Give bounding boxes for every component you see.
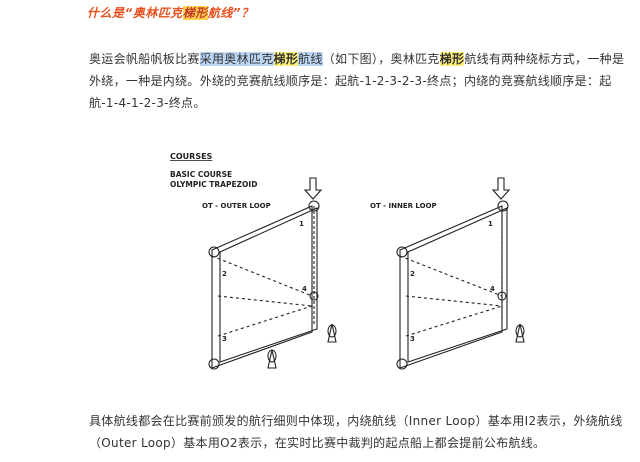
selected-text-mark: 梯形 bbox=[273, 52, 299, 66]
inner-mark-4: 4 bbox=[490, 285, 495, 293]
heading-highlight: 梯形 bbox=[182, 6, 208, 20]
selected-text-1: 采用奥林匹克 bbox=[199, 52, 274, 66]
outer-loop-course bbox=[208, 177, 337, 370]
outer-wind-arrow-icon bbox=[303, 177, 323, 200]
course-diagram-svg: COURSES BASIC COURSE OLYMPIC TRAPEZOID O… bbox=[170, 152, 525, 370]
intro-text-3: 航线有两种绕标方式，一种是外绕，一种是内绕。外绕的竞赛航线顺序是：起航-1-2-… bbox=[89, 52, 625, 110]
diagram-title-basic: BASIC COURSE bbox=[170, 170, 232, 179]
detail-paragraph: 具体航线都会在比赛前颁发的航行细则中体现，内绕航线（Inner Loop）基本用… bbox=[89, 414, 623, 450]
outer-mark-2: 2 bbox=[222, 270, 227, 278]
intro-paragraph: 奥运会帆船帆板比赛采用奥林匹克梯形航线（如下图），奥林匹克梯形航线有两种绕标方式… bbox=[89, 48, 629, 114]
heading-text-after: 航线”？ bbox=[207, 6, 254, 20]
inner-mark-3: 3 bbox=[410, 335, 415, 343]
course-diagram: COURSES BASIC COURSE OLYMPIC TRAPEZOID O… bbox=[162, 146, 562, 398]
outer-mark-4: 4 bbox=[302, 285, 307, 293]
inner-loop-label: OT - INNER LOOP bbox=[370, 202, 437, 210]
inner-loop-course bbox=[396, 177, 525, 370]
heading-text-before: 什么是“奥林匹克 bbox=[87, 6, 183, 20]
diagram-title-olympic: OLYMPIC TRAPEZOID bbox=[170, 180, 257, 189]
highlight-mark: 梯形 bbox=[439, 52, 465, 66]
inner-mark-2: 2 bbox=[410, 270, 415, 278]
outer-mark-3: 3 bbox=[222, 335, 227, 343]
outer-mark-1: 1 bbox=[299, 220, 304, 228]
selected-text-2: 航线 bbox=[298, 52, 323, 66]
diagram-title-courses: COURSES bbox=[170, 152, 213, 161]
intro-text-1: 奥运会帆船帆板比赛 bbox=[89, 52, 200, 66]
article-heading: 什么是“奥林匹克梯形航线”？ bbox=[87, 4, 253, 21]
inner-wind-arrow-icon bbox=[491, 177, 511, 200]
outer-loop-label: OT - OUTER LOOP bbox=[202, 202, 271, 210]
selected-text[interactable]: 采用奥林匹克梯形航线 bbox=[199, 52, 323, 66]
inner-mark-1: 1 bbox=[488, 220, 493, 228]
intro-text-2: （如下图），奥林匹克 bbox=[322, 52, 440, 66]
